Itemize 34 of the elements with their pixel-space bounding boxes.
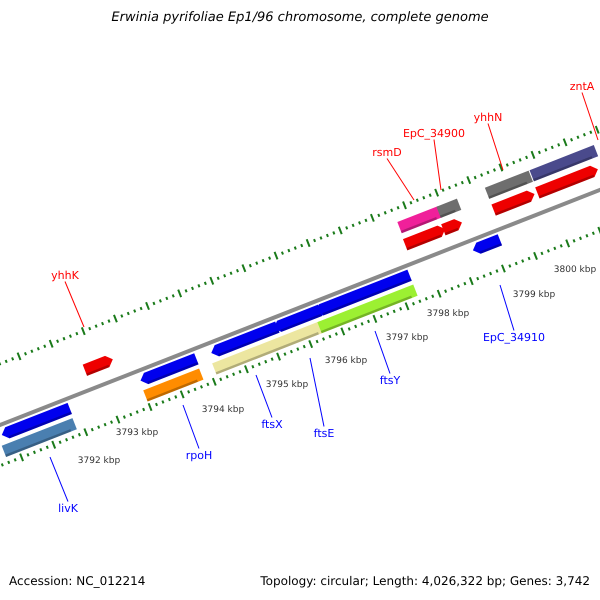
scale-label: 3799 kbp (512, 288, 556, 302)
leader-line (50, 456, 68, 502)
gene-label: ftsX (261, 418, 283, 430)
accession-note: Accession: NC_012214 (9, 574, 146, 588)
leader-line (256, 374, 272, 418)
leader-line (310, 358, 324, 427)
gene-label: EpC_34900 (402, 126, 466, 140)
genome-stats-note: Topology: circular; Length: 4,026,322 bp; Genes: 3,742 (260, 574, 590, 588)
gene-label: zntA (570, 80, 594, 92)
scale-label: 3797 kbp (386, 332, 428, 344)
scale-label: 3796 kbp (324, 354, 368, 368)
scale-label: 3793 kbp (116, 426, 158, 440)
leader-line (500, 284, 514, 331)
scale-label: 3794 kbp (202, 404, 244, 416)
leader-line (582, 92, 598, 140)
leader-line (374, 330, 390, 374)
gene-label: EpC_34910 (482, 330, 546, 344)
scale-label: 3800 kbp (554, 264, 596, 276)
gene-label: ftsY (380, 374, 400, 386)
gene-label: rsmD (372, 146, 402, 158)
map-title: Erwinia pyrifoliae Ep1/96 chromosome, complete genome (111, 10, 489, 26)
leader-line (488, 123, 504, 170)
leader-line (386, 158, 414, 200)
scale-label: 3798 kbp (426, 308, 470, 320)
leader-line (64, 281, 84, 328)
gene-label: livK (58, 502, 78, 514)
gene-label: yhhN (474, 110, 502, 124)
scale-label: 3792 kbp (78, 454, 120, 468)
leader-line (434, 139, 442, 190)
leader-line (182, 404, 200, 449)
scale-label: 3795 kbp (266, 378, 308, 392)
gene-label: rpoH (186, 448, 212, 462)
gene-label: ftsE (314, 426, 334, 440)
gene-label: yhhK (51, 268, 79, 282)
